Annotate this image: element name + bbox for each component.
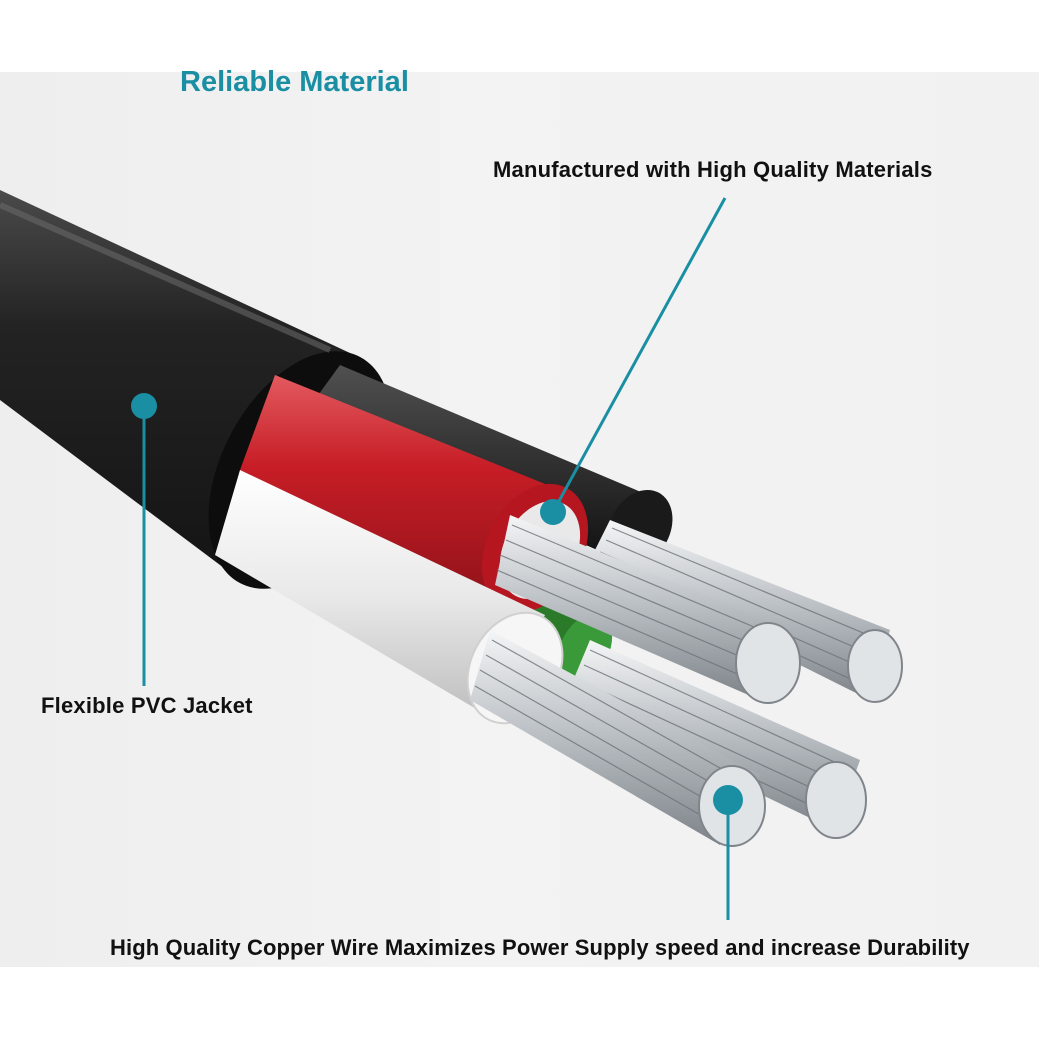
- callout-leader-copper: [713, 785, 743, 920]
- callout-copper-label: High Quality Copper Wire Maximizes Power…: [110, 935, 970, 960]
- strand-bundle-red: [495, 515, 801, 704]
- callout-jacket-label: Flexible PVC Jacket: [41, 693, 253, 718]
- callout-leader-materials: [540, 197, 727, 525]
- page-title: Reliable Material: [180, 66, 409, 98]
- callout-materials-label: Manufactured with High Quality Materials: [493, 157, 933, 182]
- callout-leader-jacket: [131, 393, 157, 686]
